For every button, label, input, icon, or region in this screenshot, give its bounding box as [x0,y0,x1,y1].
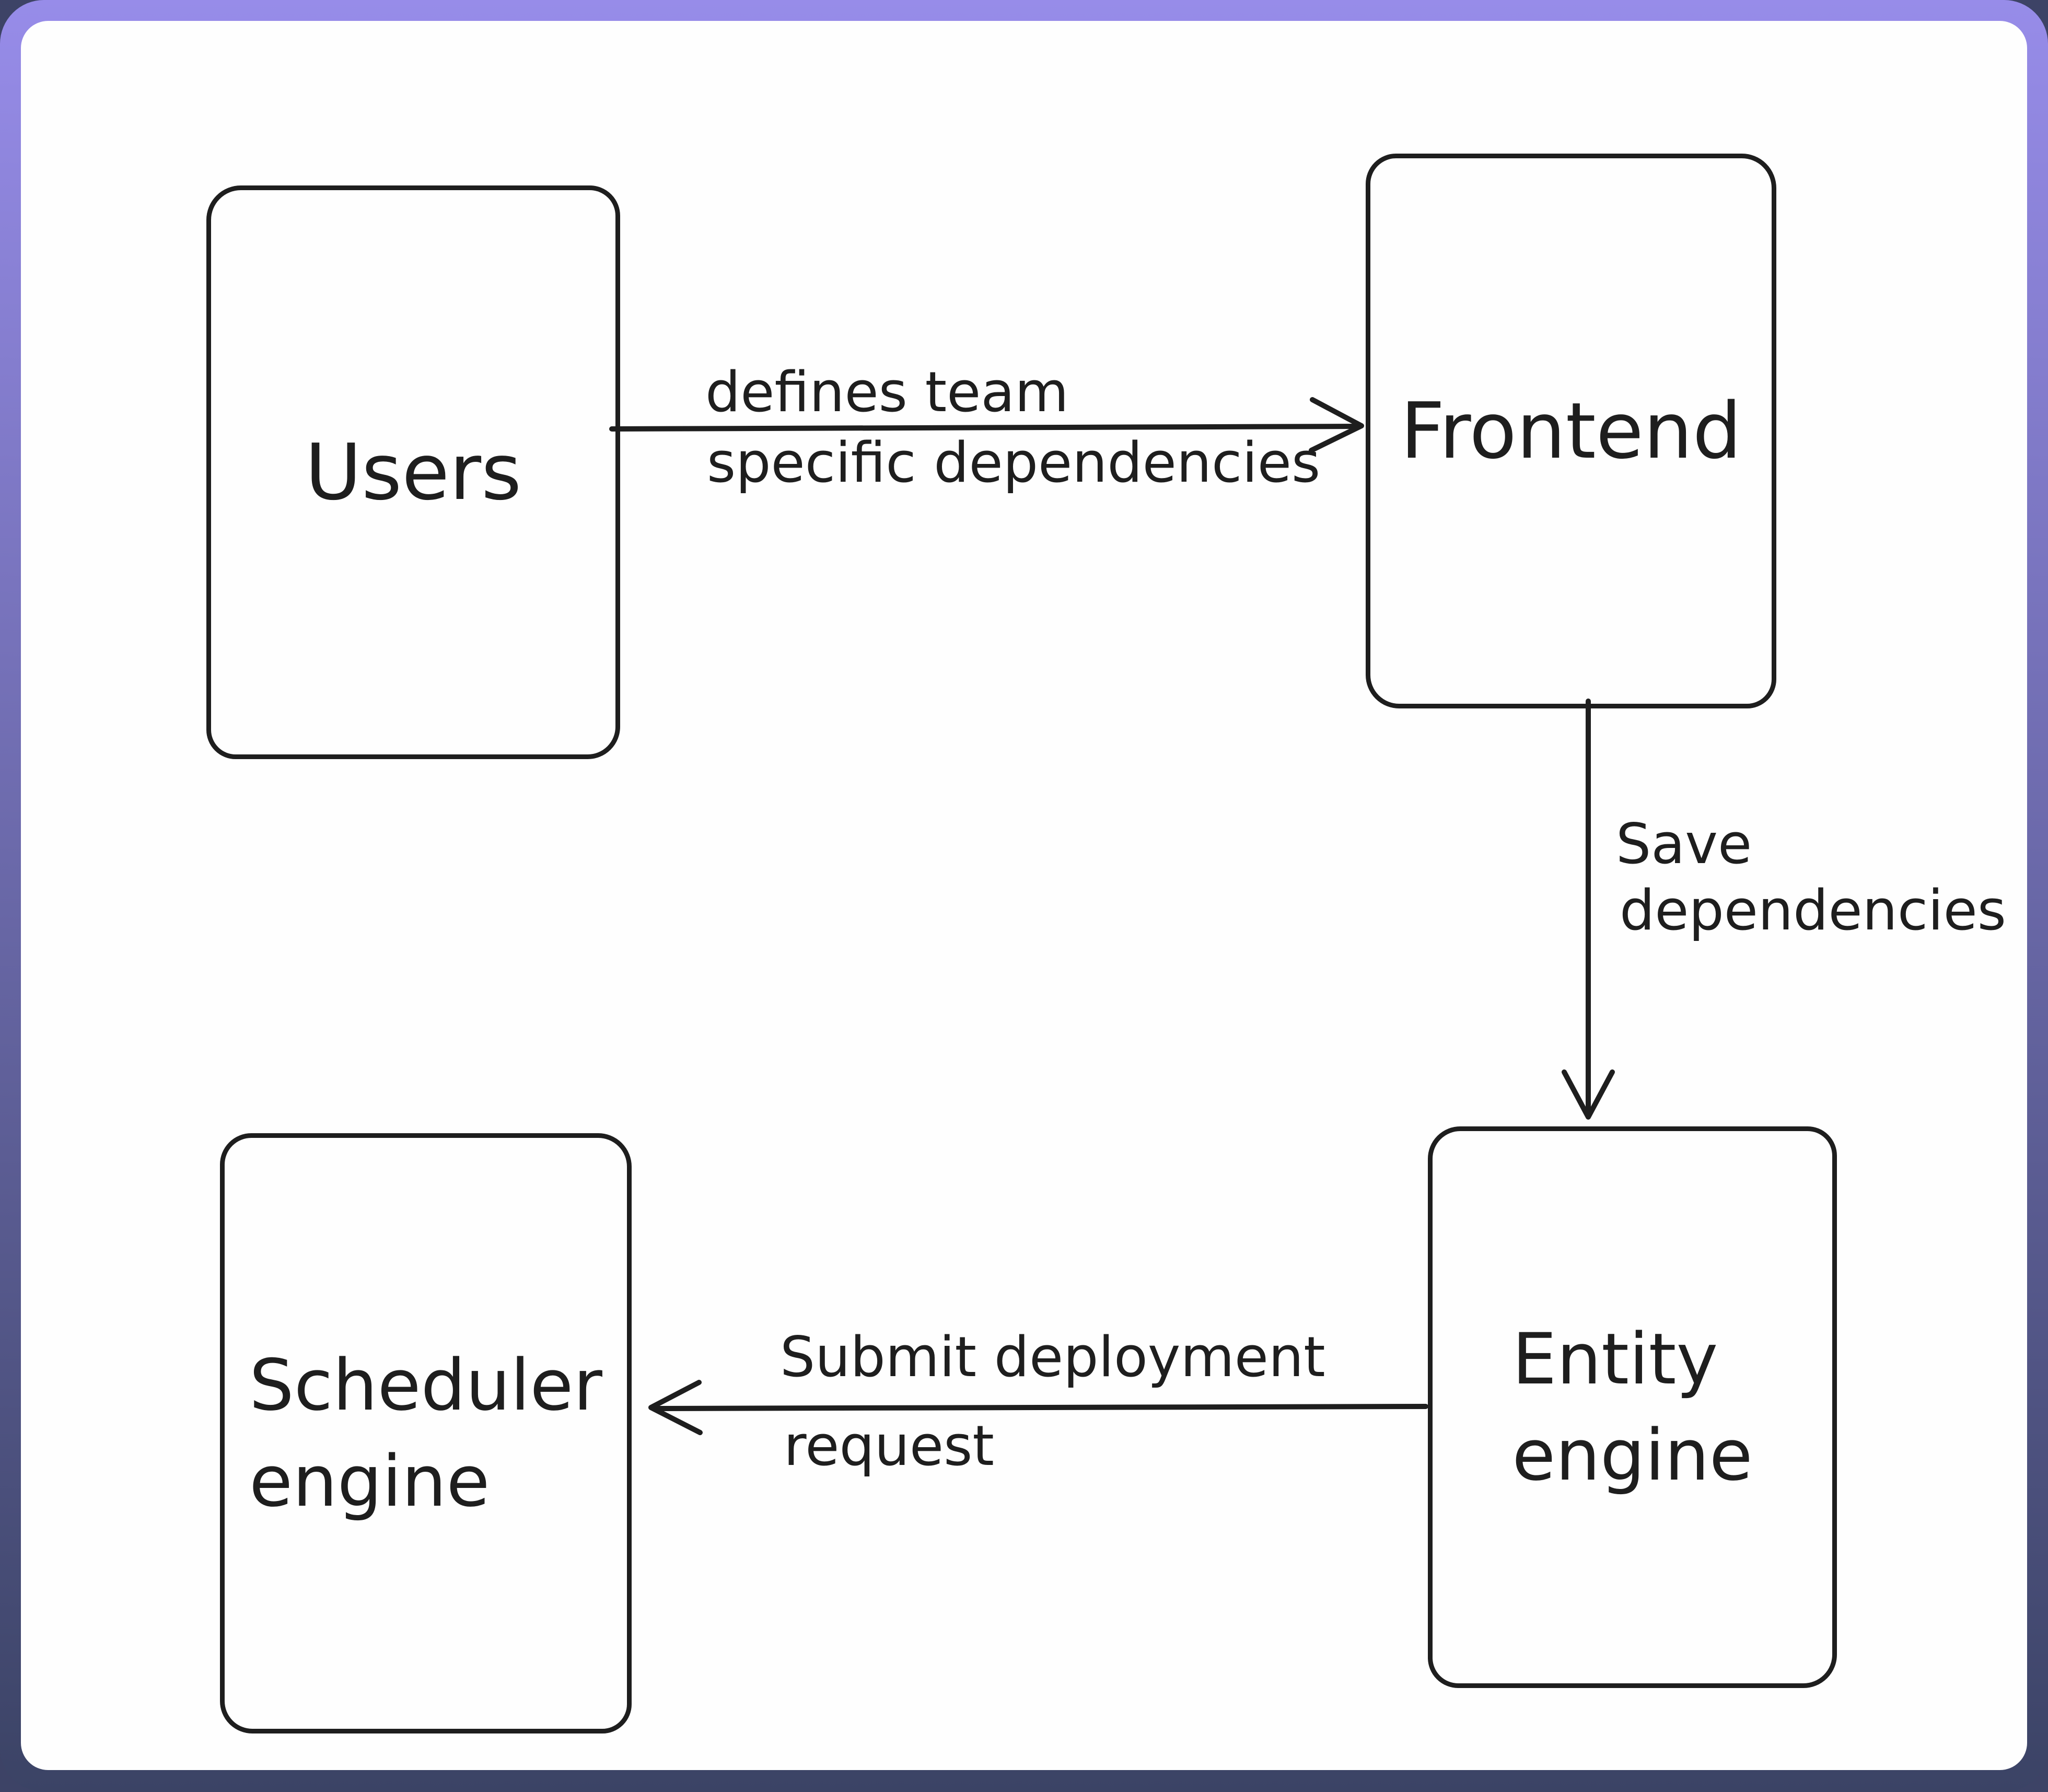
node-entity-engine[interactable]: Entity engine [1428,1126,1837,1688]
arrow-users-to-frontend-line[interactable] [609,424,1359,432]
node-frontend[interactable]: Frontend [1366,154,1776,708]
node-entity-engine-label-line1: Entity [1512,1318,1718,1400]
arrow-frontend-to-entity-engine-head-icon [1562,1069,1615,1120]
arrow-frontend-to-entity-engine[interactable] [1562,699,1615,1120]
node-users[interactable]: Users [206,185,620,759]
arrow-users-to-frontend-head-icon [1309,397,1364,453]
node-scheduler-engine-label-line2: engine [249,1440,490,1522]
diagram-canvas[interactable] [21,21,2027,1770]
edge-label-frontend-to-entity-engine-line1: Save [1616,812,1752,876]
arrow-entity-engine-to-scheduler-engine[interactable] [648,1380,1428,1435]
edge-label-entity-engine-to-scheduler-engine-line2: request [784,1414,994,1478]
arrow-entity-engine-to-scheduler-engine-head-icon [648,1380,703,1435]
node-entity-engine-label: Entity engine [1512,1311,1752,1503]
edge-label-users-to-frontend-line1: defines team [705,360,1069,424]
node-scheduler-engine[interactable]: Scheduler engine [220,1133,632,1733]
node-scheduler-engine-label: Scheduler engine [249,1337,602,1529]
edge-label-frontend-to-entity-engine-line2: dependencies [1620,878,2007,942]
arrow-entity-engine-to-scheduler-engine-line[interactable] [655,1404,1428,1411]
arrow-users-to-frontend[interactable] [609,397,1364,453]
node-users-label: Users [305,427,522,517]
node-scheduler-engine-label-line1: Scheduler [249,1344,602,1426]
edge-label-entity-engine-to-scheduler-engine-line1: Submit deployment [780,1325,1325,1389]
edge-label-users-to-frontend-line2: specific dependencies [707,430,1321,495]
node-frontend-label: Frontend [1400,386,1742,476]
node-entity-engine-label-line2: engine [1512,1414,1753,1496]
